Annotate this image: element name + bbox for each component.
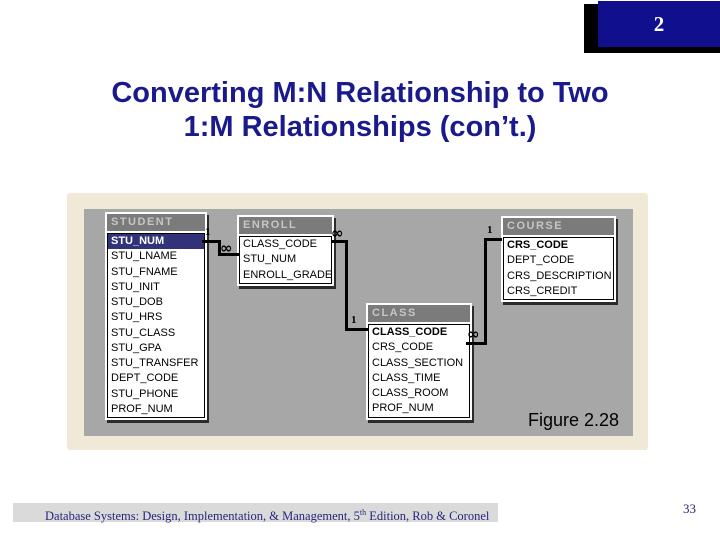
table-field-class_time: CLASS_TIME [372, 371, 441, 384]
cardinality-many-label: ∞ [220, 239, 233, 257]
figure-caption: Figure 2.28 [528, 410, 620, 430]
cardinality-one-label: 1 [351, 314, 357, 326]
cardinality-many-label: ∞ [467, 325, 480, 343]
table-field-stu_transfer: STU_TRANSFER [111, 357, 199, 369]
table-header-class: CLASS [368, 305, 470, 322]
slide-title-line2: 1:M Relationships (con’t.) [183, 111, 537, 143]
table-field-enroll_grade: ENROLL_GRADE [243, 268, 331, 281]
slide-number-badge: 2 [598, 1, 720, 47]
connector-course-class-h2 [466, 342, 487, 345]
table-name: CLASS [372, 307, 417, 319]
connector-enroll-class-v [345, 240, 348, 331]
connector-course-class-h1 [484, 238, 502, 241]
table-header-course: COURSE [503, 218, 614, 235]
table-field-dept_code: DEPT_CODE [507, 254, 575, 267]
connector-enroll-class-h1 [331, 240, 348, 243]
footer-bar: Database Systems: Design, Implementation… [13, 503, 498, 524]
table-header-student: STUDENT [107, 214, 205, 231]
table-field-class_code: CLASS_CODE [372, 326, 448, 338]
connector-enroll-class-h2 [345, 328, 368, 331]
table-field-stu_phone: STU_PHONE [111, 387, 179, 400]
table-name: COURSE [507, 220, 564, 232]
table-field-stu_lname: STU_LNAME [111, 250, 178, 263]
connector-student-enroll-h2 [218, 253, 239, 256]
table-field-crs_code: CRS_CODE [507, 239, 569, 251]
table-name: STUDENT [111, 216, 174, 228]
table-field-class_section: CLASS_SECTION [372, 356, 464, 369]
table-fields-class: CLASS_CODE CRS_CODE CLASS_SECTION CLASS_TIM… [368, 324, 470, 418]
table-fields-course: CRS_CODE DEPT_CODE CRS_DESCRIPTION CRS_CRED… [503, 237, 614, 300]
connector-student-enroll-h1 [202, 240, 221, 243]
page-number: 33 [683, 501, 696, 516]
table-field-stu_fname: STU_FNAME [111, 265, 178, 278]
table-field-class_room: CLASS_ROOM [372, 387, 449, 399]
table-field-stu_hrs: STU_HRS [111, 311, 163, 324]
table-field-prof_num: PROF_NUM [111, 402, 173, 415]
table-field-dept_code: DEPT_CODE [111, 372, 179, 385]
cardinality-many-label: ∞ [331, 224, 344, 242]
table-field-stu_num: STU_NUM [243, 253, 297, 266]
table-field-crs_code: CRS_CODE [372, 341, 434, 354]
footer-superscript: th [359, 508, 367, 517]
table-field-prof_num: PROF_NUM [372, 402, 434, 415]
table-name: ENROLL [243, 219, 298, 231]
table-fields-enroll: CLASS_CODE STU_NUM ENROLL_GRADE [239, 236, 332, 284]
table-field-crs_credit: CRS_CREDIT [507, 284, 578, 297]
slide-title-line1: Converting M:N Relationship to Two [111, 77, 609, 109]
table-field-crs_description: CRS_DESCRIPTION [507, 269, 612, 282]
table-field-stu_class: STU_CLASS [111, 326, 176, 339]
cardinality-one-label: 1 [205, 226, 211, 238]
cardinality-one-label: 1 [487, 224, 493, 236]
slide-number: 2 [653, 12, 665, 36]
connector-course-class-v [484, 238, 487, 345]
table-field-stu_num: STU_NUM [108, 234, 204, 250]
connector-student-enroll-v [218, 240, 221, 256]
entity-table-enroll: ENROLL CLASS_CODE STU_NUM ENROLL_GRADE [237, 215, 334, 286]
table-field-stu_init: STU_INIT [111, 280, 160, 293]
table-field-stu_dob: STU_DOB [111, 296, 163, 308]
table-field-class_code: CLASS_CODE [243, 238, 317, 250]
table-field-stu_gpa: STU_GPA [111, 341, 162, 354]
footer-text: Database Systems: Design, Implementation… [45, 508, 490, 524]
table-header-enroll: ENROLL [239, 217, 332, 234]
slide-title: Converting M:N Relationship to Two 1:M R… [0, 76, 720, 144]
